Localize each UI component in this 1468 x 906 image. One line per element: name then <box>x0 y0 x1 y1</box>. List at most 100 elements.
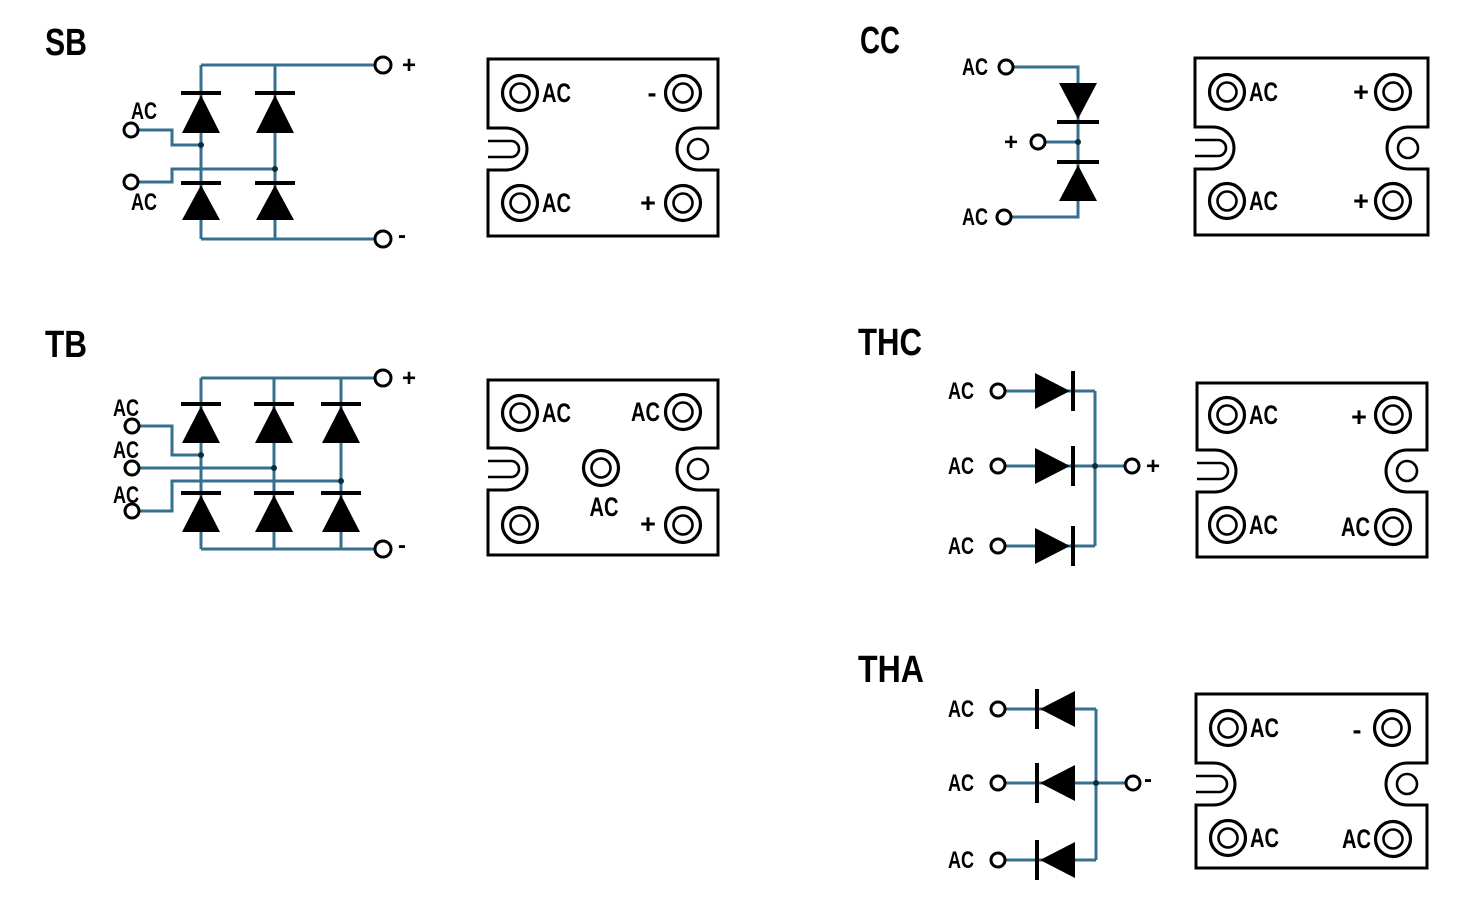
screw-terminal-icon <box>590 457 612 479</box>
package-terminal-label: - <box>1353 715 1362 745</box>
screw-terminal-icon <box>1381 717 1403 739</box>
screw-terminal-icon <box>1216 81 1238 103</box>
ac-label: AC <box>948 696 974 723</box>
junction-dot <box>1092 463 1098 469</box>
tb-diode-icon <box>181 491 221 532</box>
tha-title: THA <box>858 649 924 691</box>
ac-label: AC <box>948 847 974 874</box>
ac-label: AC <box>962 54 988 81</box>
sb-wires <box>138 63 375 241</box>
package-terminal-label: + <box>640 509 656 539</box>
sb-section: SB AC AC + - <box>45 22 720 249</box>
tha-ac2-terminal-icon <box>989 774 1007 792</box>
thc-ac1-terminal-icon <box>989 382 1007 400</box>
tb-diode-icon <box>254 491 294 532</box>
thc-ac3-terminal-icon <box>989 537 1007 555</box>
package-terminal-label: AC <box>542 78 571 108</box>
tb-package: AC AC AC + <box>486 378 720 557</box>
ac-label: AC <box>113 437 139 464</box>
cc-schematic: AC + AC <box>962 54 1099 231</box>
ac-label: AC <box>948 770 974 797</box>
package-terminal-label: AC <box>542 188 571 218</box>
tb-ac2-terminal-icon <box>123 459 141 477</box>
ac-label: AC <box>131 98 157 125</box>
screw-terminal-icon <box>1217 717 1239 739</box>
tha-schematic: AC AC AC - <box>948 689 1152 880</box>
package-terminal-label: AC <box>1341 512 1370 542</box>
tha-diode-icon <box>1035 763 1075 803</box>
thc-ac2-terminal-icon <box>989 457 1007 475</box>
tb-ac1-terminal-icon <box>123 417 141 435</box>
package-terminal-label: AC <box>542 398 571 428</box>
ac-label: AC <box>131 189 157 216</box>
thc-title: THC <box>858 322 922 364</box>
tb-diode-icon <box>321 491 361 532</box>
cc-package: AC + AC + <box>1193 56 1430 237</box>
ac-label: AC <box>948 378 974 405</box>
sb-diode-icon <box>181 91 221 133</box>
tha-diode-icon <box>1035 840 1075 880</box>
screw-terminal-icon <box>672 401 694 423</box>
sb-diode-icon <box>181 181 221 220</box>
cc-ac1-terminal-icon <box>997 58 1015 76</box>
ac-label: AC <box>113 395 139 422</box>
tha-minus-terminal-icon <box>1124 774 1142 792</box>
minus-label: - <box>1144 766 1152 793</box>
sb-ac2-terminal-icon <box>122 173 140 191</box>
package-terminal-label: + <box>1353 77 1369 107</box>
ac-label: AC <box>948 453 974 480</box>
screw-terminal-icon <box>509 402 531 424</box>
package-terminal-label: AC <box>1250 713 1279 743</box>
package-terminal-label: AC <box>1249 510 1278 540</box>
tha-section: THA AC AC AC - <box>858 649 1429 880</box>
screw-terminal-icon <box>509 514 531 536</box>
plus-label: + <box>402 365 416 392</box>
sb-schematic: AC AC + - <box>122 52 416 249</box>
tab-terminal-icon <box>1396 136 1420 160</box>
cc-diode-icon <box>1057 160 1099 201</box>
package-terminal-label: AC <box>1249 186 1278 216</box>
screw-terminal-icon <box>1382 516 1404 538</box>
package-terminal-label: AC <box>1249 77 1278 107</box>
screw-terminal-icon <box>1216 404 1238 426</box>
tb-diode-icon <box>254 402 294 443</box>
sb-ac1-terminal-icon <box>122 121 140 139</box>
package-terminal-label: + <box>640 188 656 218</box>
cc-title: CC <box>860 20 900 62</box>
screw-terminal-icon <box>1382 81 1404 103</box>
thc-section: THC AC AC AC + <box>858 322 1429 566</box>
plus-label: + <box>402 52 416 79</box>
thc-diode-icon <box>1035 371 1075 411</box>
junction-dot <box>198 142 204 148</box>
mounting-slot-icon <box>1196 774 1229 794</box>
tha-diode-icon <box>1035 689 1075 729</box>
tb-title: TB <box>45 324 87 366</box>
tb-wires <box>139 376 375 551</box>
screw-terminal-icon <box>672 514 694 536</box>
screw-terminal-icon <box>1382 404 1404 426</box>
screw-terminal-icon <box>1382 828 1404 850</box>
ac-label: AC <box>113 482 139 509</box>
plus-label: + <box>1004 129 1018 156</box>
package-outline <box>486 57 720 238</box>
cc-plus-terminal-icon <box>1029 133 1047 151</box>
minus-label: - <box>398 222 406 249</box>
mounting-slot-icon <box>1197 461 1230 481</box>
tb-ac3-terminal-icon <box>123 502 141 520</box>
mounting-slot-icon <box>488 459 521 479</box>
package-terminal-label: AC <box>1249 400 1278 430</box>
package-outline <box>1193 56 1430 237</box>
plus-label: + <box>1146 453 1160 480</box>
ac-label: AC <box>962 204 988 231</box>
tha-ac3-terminal-icon <box>989 851 1007 869</box>
thc-diode-icon <box>1035 526 1075 566</box>
screw-terminal-icon <box>672 192 694 214</box>
junction-dot <box>198 452 204 458</box>
tab-terminal-icon <box>1395 459 1419 483</box>
sb-plus-terminal-icon <box>373 55 393 75</box>
junction-dot <box>272 166 278 172</box>
tb-plus-terminal-icon <box>373 368 393 388</box>
tb-schematic: AC AC AC + - <box>113 365 416 559</box>
package-terminal-label: AC <box>631 397 660 427</box>
tha-package: AC - AC AC <box>1194 692 1429 870</box>
